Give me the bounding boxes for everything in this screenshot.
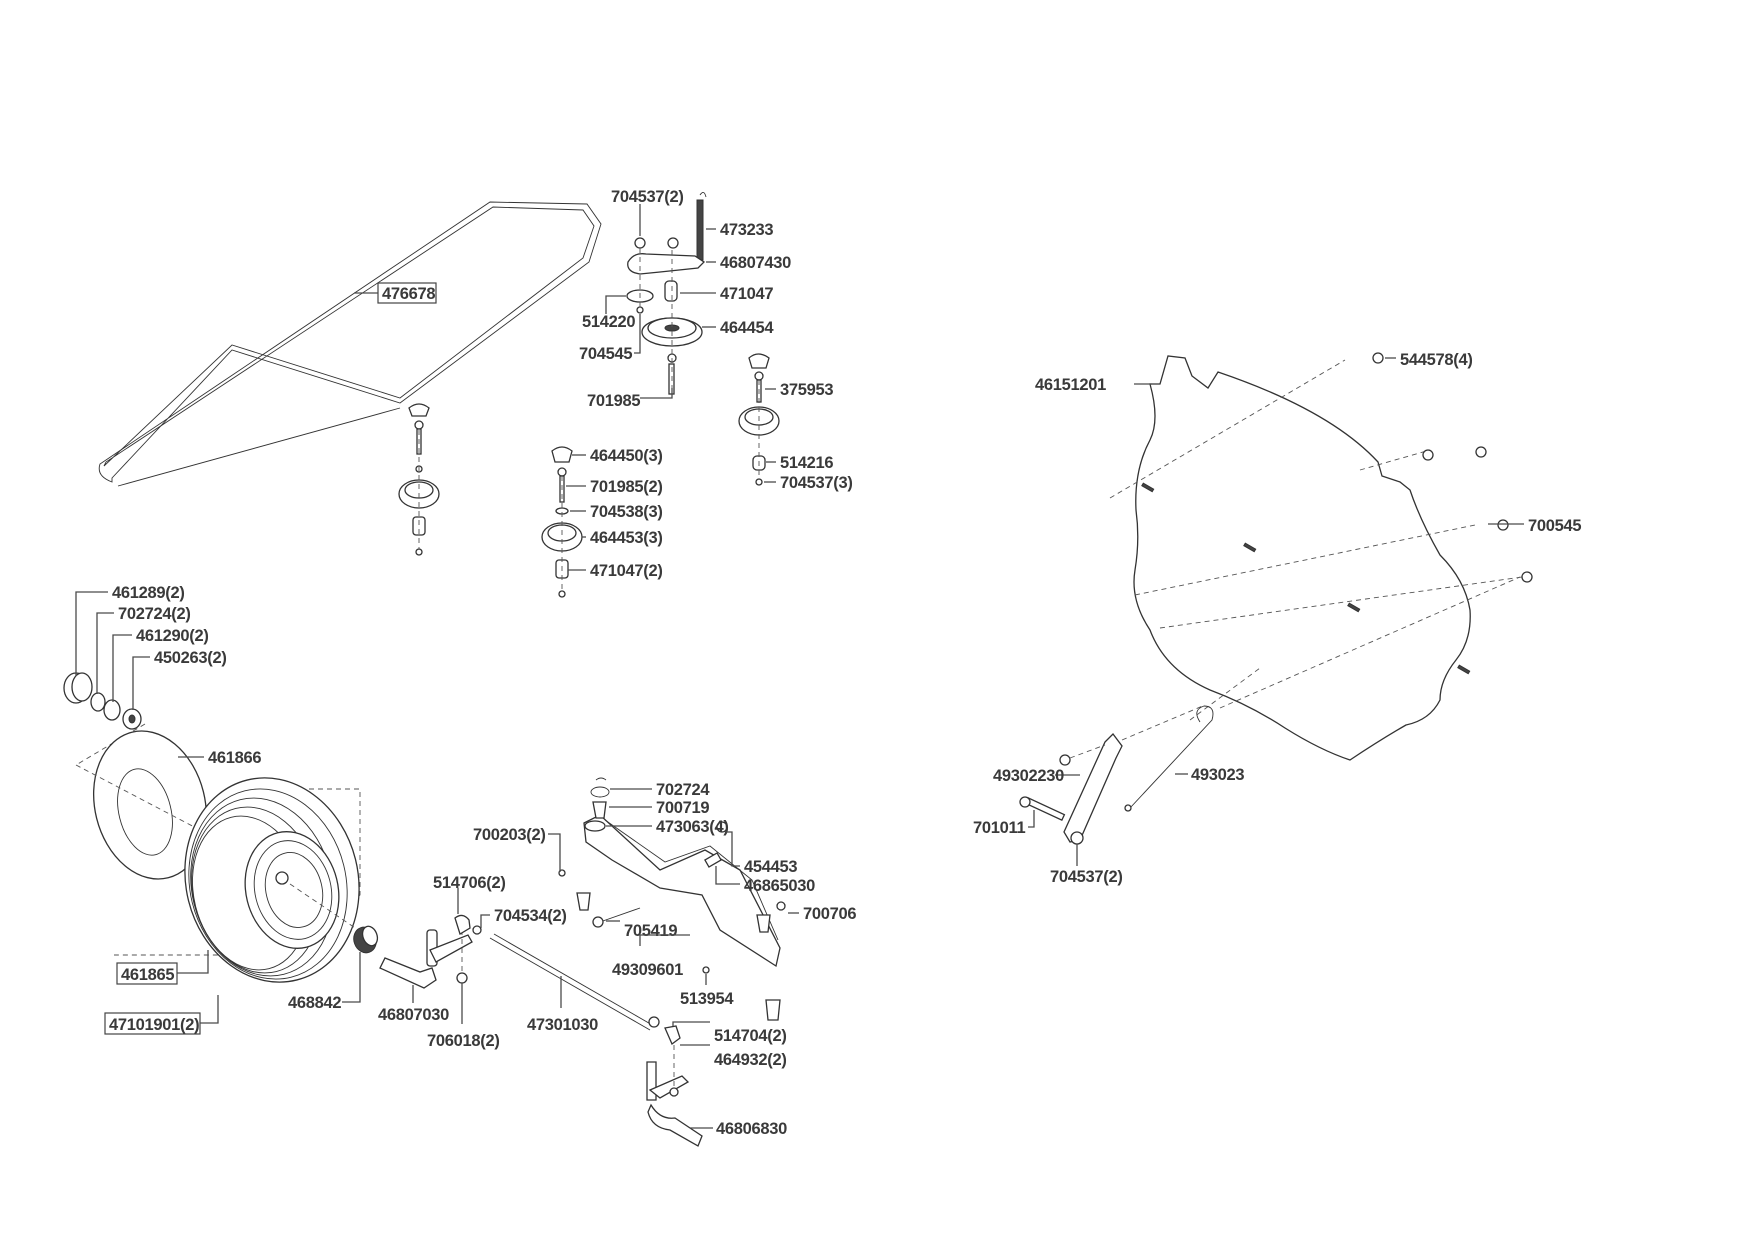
underbody-pan — [1109, 352, 1533, 761]
callout-clip-axle: 702724 — [656, 781, 710, 799]
callout-spindle-right: 46806830 — [716, 1120, 787, 1138]
callout-tube-axle: 46865030 — [744, 877, 815, 895]
drive-belt — [98, 201, 602, 487]
callout-bushing-axle: 473063(4) — [656, 818, 729, 836]
callout-wheel-assembly: 47101901(2) — [109, 1016, 199, 1034]
callout-clip: 702724(2) — [118, 605, 191, 623]
callout-screw-pan: 544578(4) — [1400, 351, 1473, 369]
callout-washer-axle: 700719 — [656, 799, 709, 817]
spindle-right — [646, 1016, 703, 1147]
callout-bolt-axle: 700706 — [803, 905, 856, 923]
callout-guide3: 464450(3) — [590, 447, 663, 465]
callout-nut-bracket: 704537(2) — [1050, 868, 1123, 886]
callout-spindle-left: 46807030 — [378, 1006, 449, 1024]
inner-tube — [75, 730, 208, 880]
callout-bolt-pan: 700545 — [1528, 517, 1581, 535]
callout-nut-axle: 513954 — [680, 990, 734, 1008]
belt-pulley-center — [541, 446, 583, 598]
bushing — [353, 925, 379, 954]
callout-grease-fitting: 700203(2) — [473, 826, 546, 844]
callout-pan: 46151201 — [1035, 376, 1106, 394]
callout-bearing-cup: 461289(2) — [112, 584, 185, 602]
callout-tube: 461866 — [208, 749, 261, 767]
callout-spacer2: 471047(2) — [590, 562, 663, 580]
callout-bolt-idler: 701985 — [587, 392, 640, 410]
callout-idler-pulley: 464454 — [720, 319, 774, 337]
callout-nut-top: 704537(2) — [611, 188, 684, 206]
callout-idler-arm: 46807430 — [720, 254, 791, 272]
callout-pivot-bolt: 705419 — [624, 922, 677, 940]
callout-washer3: 704538(3) — [590, 503, 663, 521]
ball-joint-left — [454, 914, 482, 935]
tire-wheel — [114, 777, 371, 983]
callout-tie-rod: 47301030 — [527, 1016, 598, 1034]
belt-pulley-right — [738, 353, 780, 486]
callout-pulley3: 464453(3) — [590, 529, 663, 547]
callout-nut-spindle: 706018(2) — [427, 1032, 500, 1050]
callout-bolt-bracket: 701011 — [973, 819, 1025, 837]
callout-spacer-right: 514216 — [780, 454, 833, 472]
callout-washer-top: 514220 — [582, 313, 635, 331]
callout-pin: 704545 — [579, 345, 632, 363]
bracket-and-rod — [1019, 704, 1214, 845]
idler-assembly — [626, 192, 707, 395]
callout-spacer-axle: 454453 — [744, 858, 797, 876]
callout-front-axle: 49309601 — [612, 961, 683, 979]
callout-belt: 476678 — [382, 285, 435, 303]
callout-nut-right: 704537(3) — [780, 474, 853, 492]
callout-bracket: 49302230 — [993, 767, 1064, 785]
callout-tire: 461865 — [121, 966, 174, 984]
callout-bolt2: 701985(2) — [590, 478, 663, 496]
callout-bearing: 450263(2) — [154, 649, 227, 667]
callout-ball-joint-left: 514706(2) — [433, 874, 506, 892]
callout-bushing: 468842 — [288, 994, 341, 1012]
callout-spacer-top: 471047 — [720, 285, 773, 303]
callout-spring: 473233 — [720, 221, 773, 239]
tie-rod — [489, 933, 655, 1031]
callout-washer-wheel: 461290(2) — [136, 627, 209, 645]
callout-ball-joint-right: 514704(2) — [714, 1027, 787, 1045]
callout-rod: 493023 — [1191, 766, 1244, 784]
callout-belt-guide: 375953 — [780, 381, 833, 399]
callout-nut-ball: 704534(2) — [494, 907, 567, 925]
belt-pulley-left — [398, 403, 440, 556]
spindle-left — [379, 929, 473, 989]
callout-jam-nut: 464932(2) — [714, 1051, 787, 1069]
front-axle — [558, 777, 786, 1021]
